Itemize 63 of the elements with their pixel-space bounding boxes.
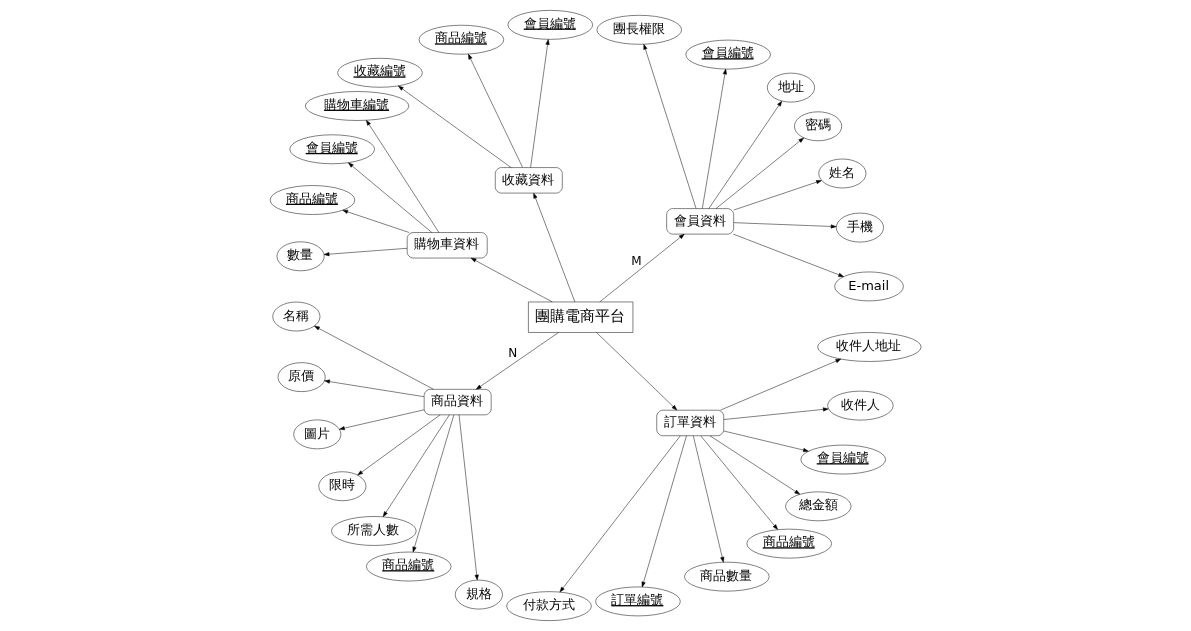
arrow [733,233,844,277]
arrow [700,435,778,530]
arrow [715,137,804,209]
arrow [599,233,685,303]
arrow [357,414,441,476]
node-ellipse: 會員編號 [685,39,771,70]
node-ellipse: 會員編號 [507,10,593,40]
arrow [720,358,842,411]
arrow [458,414,479,581]
arrow [643,44,697,209]
node-box: 收藏資料 [495,167,563,194]
node-ellipse: 會員編號 [289,134,375,164]
arrow [412,414,455,553]
arrow [709,435,801,495]
arrow [323,248,408,257]
arrow [342,209,410,233]
arrow [733,222,837,229]
arrow [693,435,725,563]
node-ellipse: 購物車編號 [305,91,410,121]
arrow [723,407,829,420]
node-ellipse: 付款方式 [506,591,592,621]
node-box: 購物車資料 [406,232,488,259]
arrow [530,39,550,168]
arrow [398,85,512,168]
arrow [475,332,559,390]
node-ellipse: 原價 [277,362,326,392]
arrow [641,435,687,588]
node-ellipse: 團長權限 [596,15,682,45]
arrow [382,414,450,517]
node-box: 訂單資料 [656,409,724,436]
node-ellipse: 訂單編號 [595,586,681,617]
arrow [314,325,434,390]
node-ellipse: 商品編號 [746,528,832,559]
node-ellipse: 商品編號 [418,24,504,55]
arrow [702,68,727,209]
arrow [470,257,553,303]
arrow [733,180,822,211]
edge-label: N [508,346,518,361]
node-ellipse: 圖片 [293,419,342,450]
node-ellipse: 收件人 [827,390,894,421]
node-ellipse: 數量 [276,241,325,272]
arrow [348,162,432,233]
node-box: 商品資料 [423,389,492,416]
arrow [324,379,425,397]
node-ellipse: 規格 [455,579,503,610]
arrow [468,53,523,168]
arrow [533,192,576,303]
arrow [559,435,681,593]
arrow [596,332,678,411]
arrow [339,409,425,431]
node-ellipse: 商品編號 [366,551,452,582]
node-ellipse: 姓名 [818,158,867,189]
node-ellipse: 收藏編號 [337,58,423,88]
node-ellipse: 地址 [767,72,815,103]
arrow [708,100,782,209]
arrow [366,120,440,233]
arrow [723,430,809,452]
node-ellipse: 手機 [836,212,884,243]
node-box: 會員資料 [666,208,734,235]
node-box: 團購電商平台 [528,301,634,333]
edge-label: M [631,253,642,268]
node-ellipse: 商品數量 [684,561,770,592]
node-ellipse: 所需人數 [331,516,417,546]
